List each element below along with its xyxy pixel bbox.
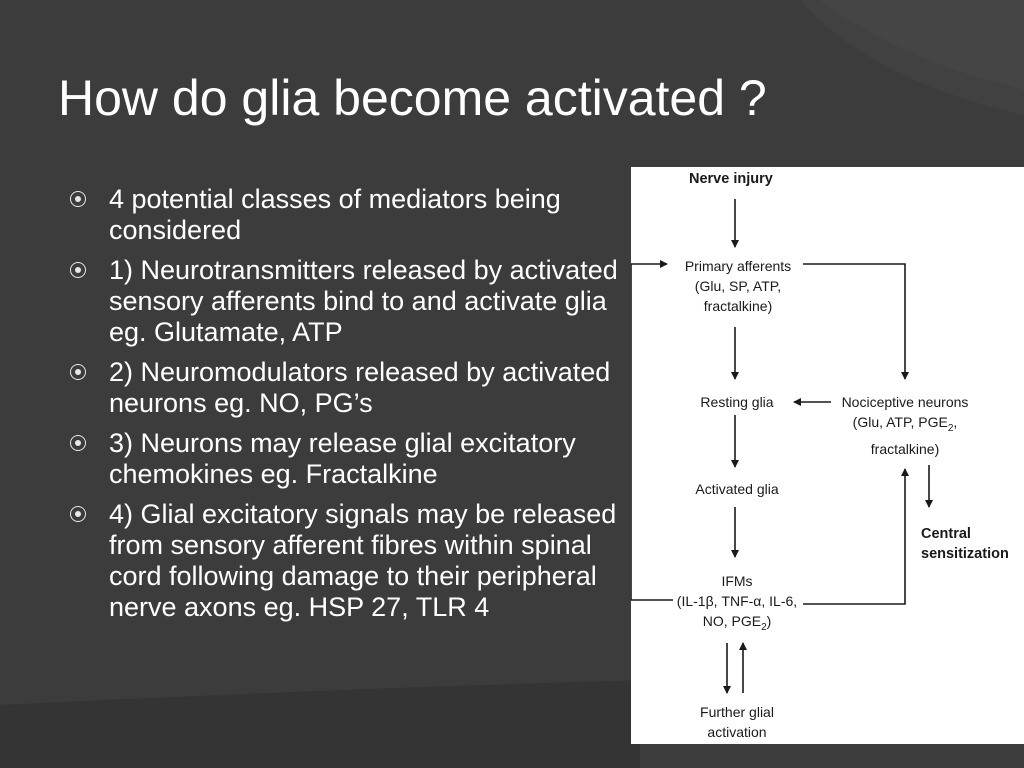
bullet-icon (70, 191, 86, 207)
bullet-list: 4 potential classes of mediators being c… (68, 184, 618, 632)
nociceptive-neurons-node: Nociceptive neurons (Glu, ATP, PGE2, fra… (841, 394, 969, 457)
glia-activation-diagram: Nerve injury Primary afferents (Glu, SP,… (631, 167, 1024, 744)
activated-glia-node: Activated glia (695, 481, 779, 497)
nerve-injury-label: Nerve injury (689, 171, 773, 187)
bullet-text: 3) Neurons may release glial excitatory … (109, 428, 576, 489)
bullet-item: 1) Neurotransmitters released by activat… (68, 255, 618, 348)
arrow-afferents-to-nociceptive (803, 263, 909, 380)
bullet-item: 4 potential classes of mediators being c… (68, 184, 618, 246)
ifms-node: IFMs (IL-1β, TNF-α, IL-6, NO, PGE2) (676, 573, 798, 633)
bullet-text: 4) Glial excitatory signals may be relea… (109, 499, 617, 622)
bullet-icon (70, 364, 86, 380)
bullet-text: 2) Neuromodulators released by activated… (109, 357, 611, 418)
primary-afferents-node: Primary afferents (Glu, SP, ATP, fractal… (684, 258, 792, 314)
bullet-icon (70, 506, 86, 522)
slide-title: How do glia become activated ? (58, 70, 767, 126)
bullet-item: 4) Glial excitatory signals may be relea… (68, 499, 618, 623)
further-glial-activation-node: Further glial activation (700, 704, 774, 740)
bullet-icon (70, 262, 86, 278)
diagram-arrows (631, 199, 933, 694)
central-sensitization-label: Central sensitization (921, 526, 1009, 562)
bullet-item: 2) Neuromodulators released by activated… (68, 357, 618, 419)
bullet-text: 1) Neurotransmitters released by activat… (109, 255, 618, 347)
arrow-ifms-loop-to-afferents (631, 260, 673, 601)
arrow-ifms-to-nociceptive (803, 468, 909, 605)
bullet-item: 3) Neurons may release glial excitatory … (68, 428, 618, 490)
bullet-text: 4 potential classes of mediators being c… (109, 184, 561, 245)
bullet-icon (70, 435, 86, 451)
resting-glia-node: Resting glia (700, 394, 774, 410)
